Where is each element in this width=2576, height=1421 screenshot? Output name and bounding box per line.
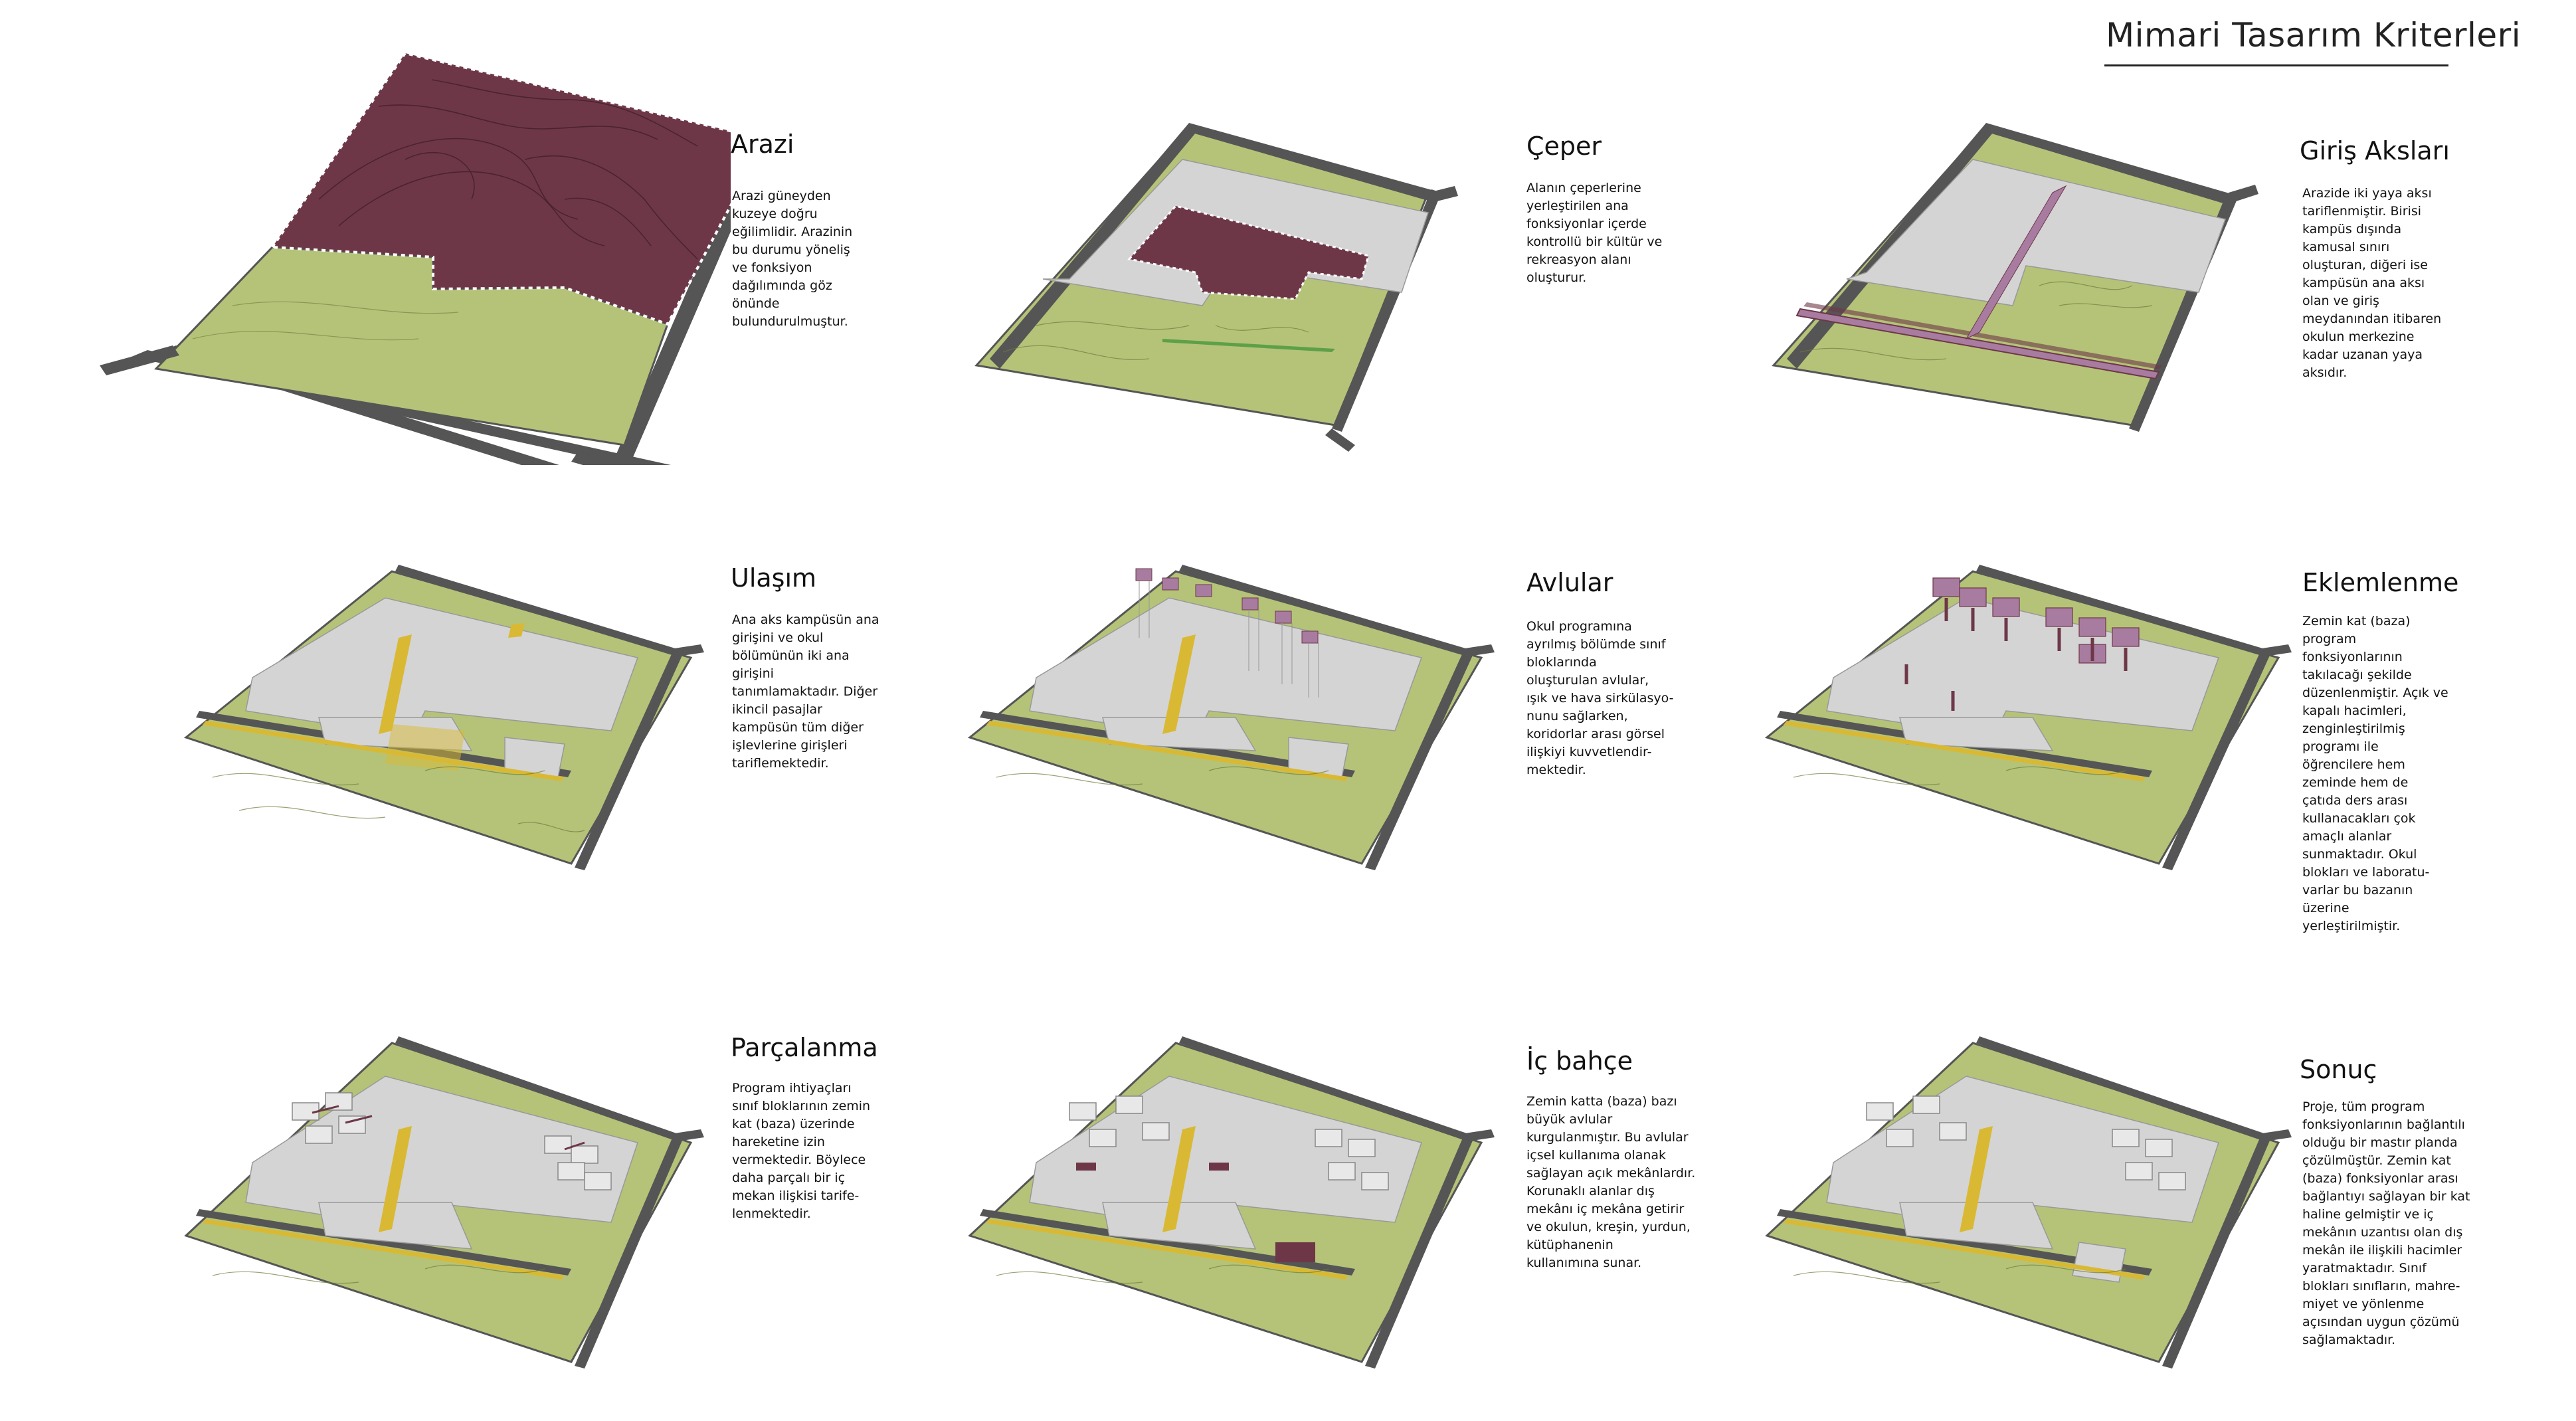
diagram-sonuc xyxy=(1765,1036,2292,1369)
diagram-eklemlenme xyxy=(1764,565,2292,870)
panel-title-giris-akslari: Giriş Aksları xyxy=(2300,136,2450,165)
panel-text-parcalanma: Program ihtiyaçları sınıf bloklarının ze… xyxy=(732,1081,871,1221)
panel-title-arazi: Arazi xyxy=(731,130,794,159)
diagram-ulasim xyxy=(183,565,704,870)
page-title: Mimari Tasarım Kriterleri xyxy=(2106,16,2522,54)
panel-title-eklemlenme: Eklemlenme xyxy=(2302,568,2459,597)
panel-title-avlular: Avlular xyxy=(1526,568,1613,597)
title-divider xyxy=(2104,64,2448,66)
panel-title-ulasim: Ulaşım xyxy=(731,563,817,593)
diagram-avlular xyxy=(967,565,1495,870)
panel-text-ic-bahce: Zemin katta (baza) bazı büyük avlular ku… xyxy=(1526,1094,1696,1270)
diagram-ceper xyxy=(974,123,1458,452)
diagram-giris-akslari xyxy=(1772,123,2258,432)
panel-title-ic-bahce: İç bahçe xyxy=(1526,1046,1633,1076)
panel-title-sonuc: Sonuç xyxy=(2300,1055,2377,1084)
diagram-ic-bahce xyxy=(968,1036,1495,1369)
panel-title-parcalanma: Parçalanma xyxy=(731,1033,878,1062)
diagram-parcalanma xyxy=(184,1036,704,1369)
panel-text-giris-akslari: Arazide iki yaya aksı tariflenmiştir. Bi… xyxy=(2302,186,2442,380)
panel-text-sonuc: Proje, tüm program fonksiyonlarının bağl… xyxy=(2302,1099,2470,1347)
panel-text-ceper: Alanın çeperlerine yerleştirilen ana fon… xyxy=(1526,181,1663,285)
panel-title-ceper: Çeper xyxy=(1526,132,1602,161)
panel-text-eklemlenme: Zemin kat (baza) program fonksiyonlarını… xyxy=(2302,614,2448,933)
panel-text-ulasim: Ana aks kampüsün ana girişini ve okul bö… xyxy=(732,613,879,771)
diagram-arazi xyxy=(100,51,731,465)
panel-text-avlular: Okul programına ayrılmış bölümde sınıf b… xyxy=(1526,619,1674,777)
panel-text-arazi: Arazi güneyden kuzeye doğru eğilimlidir.… xyxy=(732,189,853,329)
